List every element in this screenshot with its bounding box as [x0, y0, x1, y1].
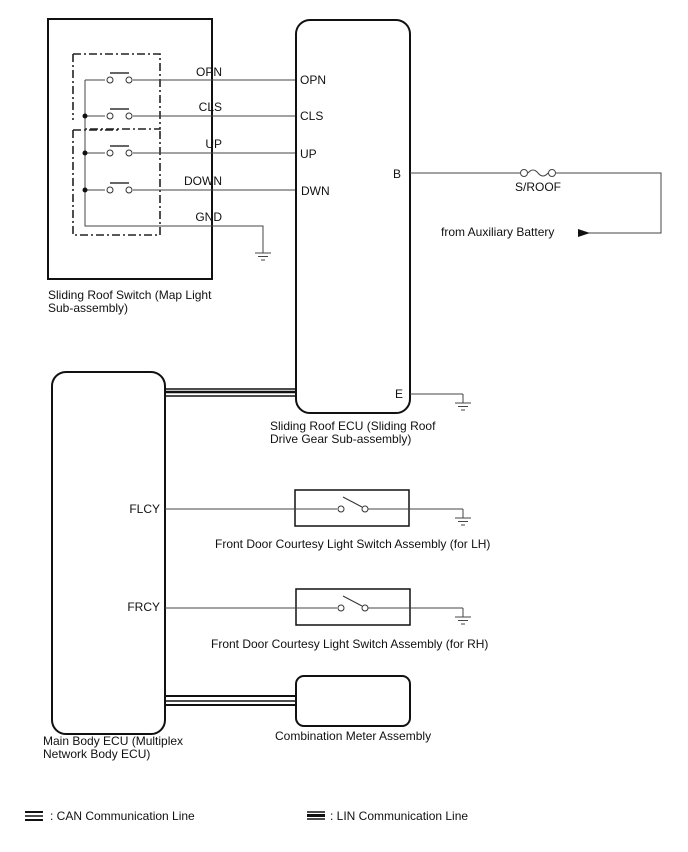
- main-body-ecu-caption-1: Main Body ECU (Multiplex: [43, 734, 184, 748]
- switch-terminal-cls: CLS: [198, 100, 222, 114]
- can-communication-line: [165, 695, 296, 706]
- sliding-roof-switch-box: [47, 18, 213, 280]
- combination-meter-box: [295, 675, 411, 727]
- power-source-label: from Auxiliary Battery: [441, 225, 555, 239]
- junction-dot: [82, 113, 88, 119]
- switch-terminal-up: UP: [205, 137, 222, 151]
- front-door-lh-switch-box: [294, 489, 410, 527]
- sliding-roof-ecu-caption-2: Drive Gear Sub-assembly): [270, 432, 412, 446]
- lin-legend-icon: [307, 811, 325, 820]
- switch-terminal-gnd: GND: [195, 210, 222, 224]
- switch-contact: [361, 505, 369, 513]
- switch-subgroup-upper: [72, 53, 161, 130]
- ecu-terminal-opn: OPN: [300, 73, 327, 87]
- push-switch-icon: [106, 182, 133, 194]
- can-legend-icon: [25, 811, 43, 821]
- wire-battery: [556, 172, 662, 234]
- combination-meter-caption: Combination Meter Assembly: [275, 729, 432, 743]
- main-body-ecu-caption-2: Network Body ECU): [43, 747, 151, 761]
- front-door-rh-caption: Front Door Courtesy Light Switch Assembl…: [211, 637, 489, 651]
- ecu-terminal-b: B: [393, 167, 402, 181]
- ecu-terminal-e: E: [395, 387, 404, 401]
- ground-icon: [455, 608, 471, 625]
- switch-terminal-opn: OPN: [195, 65, 222, 79]
- main-ecu-terminal-flcy: FLCY: [129, 502, 160, 516]
- ecu-terminal-up: UP: [300, 147, 317, 161]
- main-body-ecu-box: [51, 371, 166, 735]
- ground-icon: [455, 394, 471, 411]
- fuse-icon: [527, 169, 549, 177]
- switch-contact: [337, 505, 345, 513]
- switch-common-bus: [84, 80, 264, 253]
- fuse-label: S/ROOF: [515, 180, 562, 194]
- sliding-roof-ecu-box: [295, 19, 411, 414]
- main-ecu-terminal-frcy: FRCY: [127, 600, 160, 614]
- front-door-rh-switch-box: [295, 588, 411, 626]
- ecu-terminal-dwn: DWN: [301, 184, 330, 198]
- arrow-icon: [578, 229, 590, 237]
- lin-communication-line: [165, 388, 296, 397]
- switch-terminal-down: DOWN: [184, 174, 222, 188]
- push-switch-icon: [106, 145, 133, 157]
- switch-blade: [342, 496, 363, 508]
- can-legend-label: : CAN Communication Line: [50, 809, 195, 823]
- ecu-terminal-cls: CLS: [300, 109, 324, 123]
- switch-subgroup-lower: [72, 129, 161, 236]
- switch-contact: [361, 604, 369, 612]
- junction-dot: [82, 187, 88, 193]
- ground-icon: [455, 509, 471, 526]
- ground-icon: [255, 252, 271, 261]
- fuse-terminal: [548, 169, 556, 177]
- junction-dot: [82, 150, 88, 156]
- fuse-terminal: [520, 169, 528, 177]
- push-switch-icon: [106, 108, 133, 120]
- switch-blade: [342, 595, 363, 607]
- push-switch-icon: [106, 72, 133, 84]
- front-door-lh-caption: Front Door Courtesy Light Switch Assembl…: [215, 537, 491, 551]
- switch-contact: [337, 604, 345, 612]
- sliding-roof-switch-caption-1: Sliding Roof Switch (Map Light: [48, 288, 212, 302]
- sliding-roof-ecu-caption-1: Sliding Roof ECU (Sliding Roof: [270, 419, 436, 433]
- lin-legend-label: : LIN Communication Line: [330, 809, 469, 823]
- sliding-roof-switch-caption-2: Sub-assembly): [48, 301, 129, 315]
